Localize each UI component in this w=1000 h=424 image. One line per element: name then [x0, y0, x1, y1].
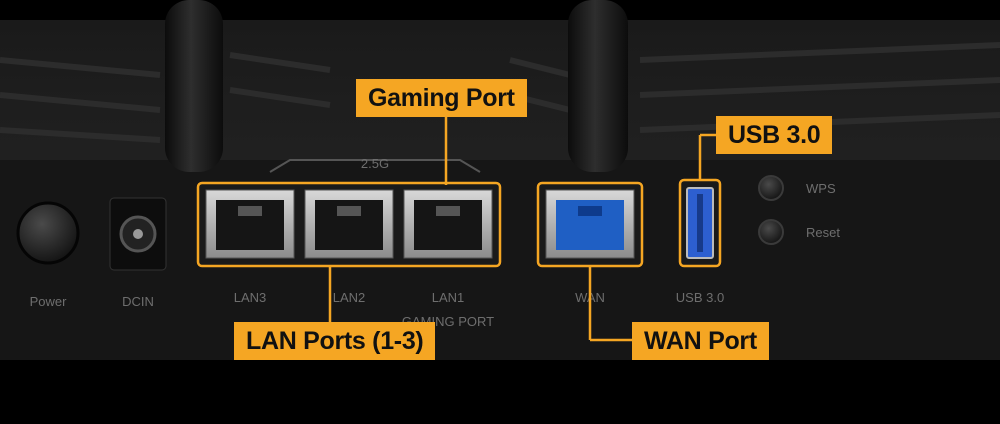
lan2-port	[304, 189, 394, 259]
leader-lines	[328, 115, 716, 342]
power-button	[16, 201, 80, 265]
label-lan3: LAN3	[234, 290, 267, 305]
reset-button	[758, 219, 784, 245]
lan3-port	[205, 189, 295, 259]
label-lan2: LAN2	[333, 290, 366, 305]
lan1-port	[403, 189, 493, 259]
label-dcin: DCIN	[122, 294, 154, 309]
callout-wan-port: WAN Port	[632, 322, 769, 360]
label-speed: 2.5G	[361, 156, 389, 171]
wps-button	[758, 175, 784, 201]
callout-gaming-port: Gaming Port	[356, 79, 527, 117]
label-usb: USB 3.0	[676, 290, 724, 305]
wan-port	[545, 189, 635, 259]
label-lan1: LAN1	[432, 290, 465, 305]
callout-lan-ports: LAN Ports (1-3)	[234, 322, 436, 360]
antenna-left	[165, 0, 223, 172]
callout-usb: USB 3.0	[716, 116, 833, 154]
label-wps: WPS	[806, 181, 836, 196]
label-reset: Reset	[806, 225, 840, 240]
label-power: Power	[30, 294, 68, 309]
antenna-center	[568, 0, 628, 172]
